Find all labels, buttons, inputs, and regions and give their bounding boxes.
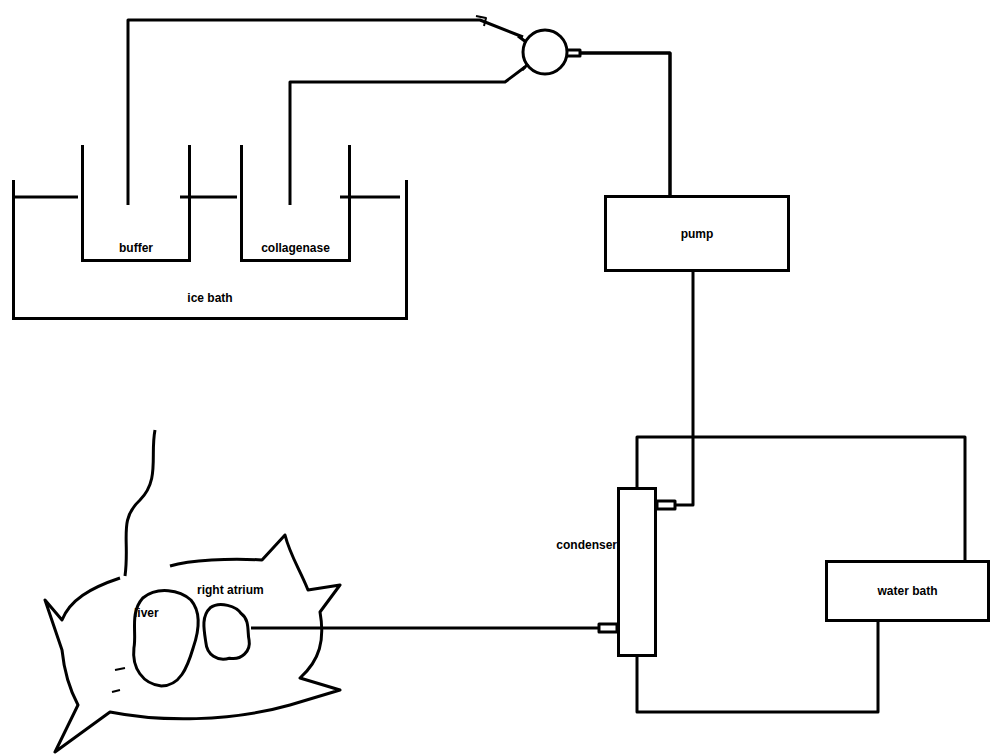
valve-stub [518, 36, 580, 70]
tube-connector [637, 622, 878, 712]
node-label: condenser [556, 538, 617, 552]
node-label: collagenase [243, 241, 348, 255]
rat-tail [125, 430, 155, 576]
ice-bath-tray: ice bath buffer collagenase [12, 180, 408, 320]
tube-connector [290, 53, 670, 195]
rat-outline [45, 535, 340, 752]
tube-connector [675, 272, 693, 505]
organ-path [134, 591, 198, 686]
tube-connector [128, 20, 670, 195]
organ-outline [128, 588, 202, 688]
organ-path [204, 605, 249, 660]
water-bath-box: water bath [825, 560, 990, 622]
node-label: buffer [84, 241, 188, 255]
collagenase-beaker: collagenase [240, 145, 351, 262]
tube [127, 145, 130, 205]
pump-box: pump [604, 195, 790, 272]
valve-symbol [523, 30, 567, 74]
vessel [112, 668, 125, 692]
node-label: liver [134, 606, 159, 620]
nozzle [599, 624, 617, 632]
water-level [12, 196, 78, 199]
liver-organ: liver [128, 588, 202, 688]
tube-connector [637, 437, 965, 560]
buffer-beaker: buffer [81, 145, 191, 262]
node-label: water bath [877, 584, 937, 598]
organ-outline [203, 603, 251, 663]
node-label: right atrium [197, 583, 264, 597]
tube [289, 145, 292, 205]
tube-connector [251, 627, 599, 630]
node-label: ice bath [15, 291, 405, 305]
node-label: pump [681, 227, 714, 241]
right-atrium-organ: right atrium [203, 603, 251, 663]
nozzle [657, 501, 675, 509]
condenser-column: condenser [617, 487, 657, 657]
